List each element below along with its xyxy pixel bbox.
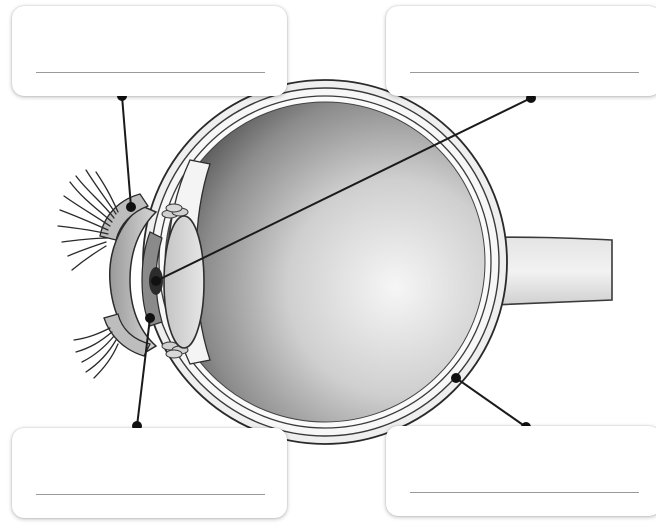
upper-eyelashes — [58, 170, 118, 270]
label-box-top-left[interactable] — [12, 6, 287, 96]
lower-eyelashes — [74, 328, 118, 378]
pointer-dot-sclera — [451, 373, 461, 383]
answer-line-bottom-right — [410, 492, 639, 493]
vitreous-body — [165, 102, 485, 422]
pointer-dot-iris-lower — [145, 313, 155, 323]
answer-text-bottom-right[interactable] — [410, 466, 639, 488]
leader-line-bottom-right — [456, 378, 526, 427]
answer-text-top-right[interactable] — [410, 46, 639, 68]
label-box-bottom-left[interactable] — [12, 428, 287, 518]
answer-line-top-left — [36, 72, 265, 73]
label-box-top-right[interactable] — [386, 6, 656, 96]
label-box-bottom-right[interactable] — [386, 426, 656, 516]
answer-text-top-left[interactable] — [36, 46, 265, 68]
answer-line-top-right — [410, 72, 639, 73]
answer-line-bottom-left — [36, 494, 265, 495]
leader-line-top-left — [122, 96, 131, 207]
pointer-dot-eyelid — [126, 202, 136, 212]
pointer-dot-pupil — [151, 276, 161, 286]
answer-text-bottom-left[interactable] — [36, 468, 265, 490]
lens — [164, 216, 204, 348]
